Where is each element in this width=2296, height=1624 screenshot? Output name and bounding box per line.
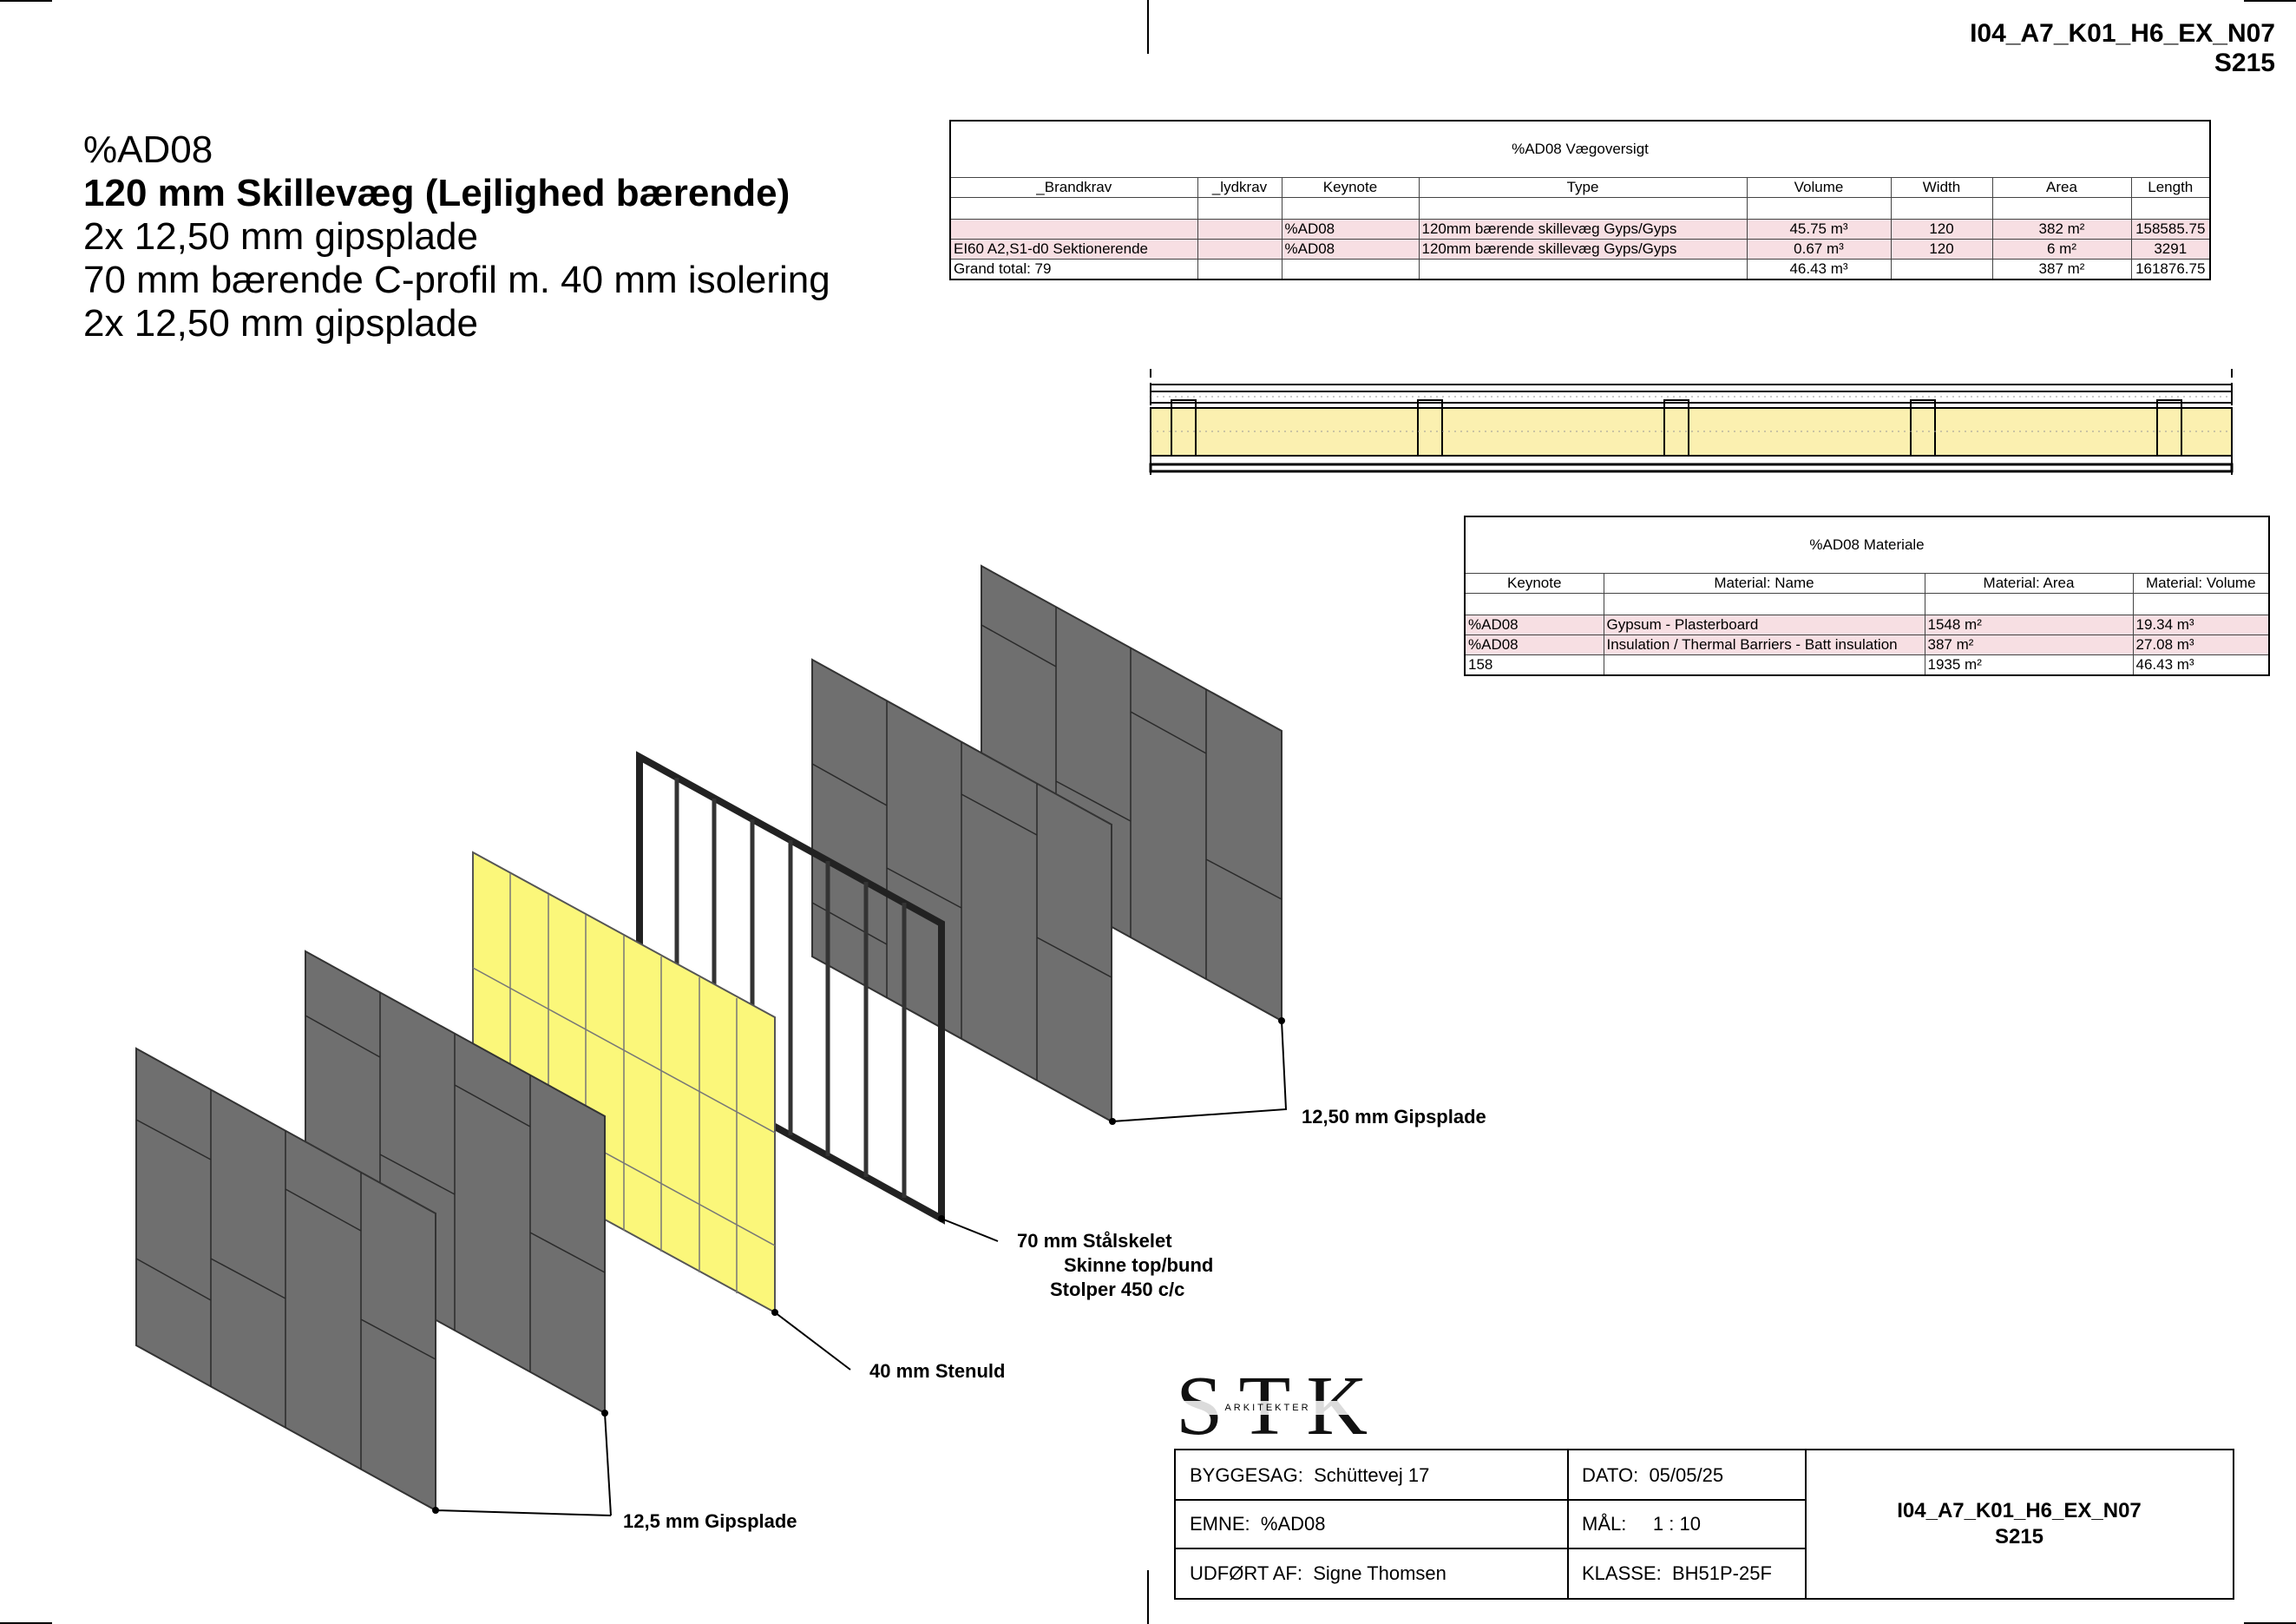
- udfoert-field: UDFØRT AF: Signe Thomsen: [1176, 1548, 1568, 1598]
- drawing-code: I04_A7_K01_H6_EX_N07: [1897, 1499, 2142, 1522]
- label-insulation: 40 mm Stenuld: [869, 1360, 1006, 1382]
- drawing-title-block: BYGGESAG: Schüttevej 17 DATO: 05/05/25 E…: [1174, 1449, 2234, 1600]
- cell: Insulation / Thermal Barriers - Batt ins…: [1603, 634, 1925, 655]
- dato-field: DATO: 05/05/25: [1568, 1450, 1806, 1500]
- maal-field: MÅL: 1 : 10: [1568, 1500, 1806, 1548]
- drawing-number: S215: [1994, 1525, 2044, 1548]
- udfoert-label: UDFØRT AF:: [1190, 1562, 1302, 1584]
- wall-schedule-caption: %AD08 Vægoversigt: [949, 120, 2211, 178]
- byggesag-value: Schüttevej 17: [1314, 1463, 1430, 1486]
- cell: 27.08 m³: [2132, 634, 2270, 655]
- klasse-value: BH51P-25F: [1671, 1562, 1772, 1584]
- byggesag-label: BYGGESAG:: [1190, 1463, 1303, 1486]
- sheet-code: I04_A7_K01_H6_EX_N07: [1970, 19, 2275, 48]
- table-row: EI60 A2,S1-d0 Sektionerende %AD08 120mm …: [949, 239, 2211, 260]
- leader-lines: [435, 1020, 1288, 1516]
- label-gips-left: 12,5 mm Gipsplade: [623, 1510, 797, 1532]
- cell: 3291: [2130, 239, 2211, 260]
- cell: [1197, 219, 1282, 240]
- cell: [1281, 259, 1420, 280]
- cell: %AD08: [1464, 615, 1604, 635]
- wall-layer-1: 2x 12,50 mm gipsplade: [83, 215, 478, 258]
- cell: 19.34 m³: [2132, 615, 2270, 635]
- cell: Gypsum - Plasterboard: [1603, 615, 1925, 635]
- cell: %AD08: [1464, 634, 1604, 655]
- cell: 158585.75: [2130, 219, 2211, 240]
- maal-value: 1 : 10: [1652, 1513, 1701, 1535]
- table-row: %AD08 Insulation / Thermal Barriers - Ba…: [1464, 634, 2270, 655]
- sheet-number: S215: [2214, 49, 2275, 77]
- maal-label: MÅL:: [1582, 1513, 1627, 1535]
- dato-label: DATO:: [1582, 1463, 1639, 1486]
- cell: [1197, 239, 1282, 260]
- cell: 120: [1890, 219, 1993, 240]
- cell: 161876.75: [2130, 259, 2211, 280]
- cell: 387 m²: [1924, 634, 2134, 655]
- cell: 1935 m²: [1924, 654, 2134, 676]
- cell: 158: [1464, 654, 1604, 676]
- cell: 120mm bærende skillevæg Gyps/Gyps: [1418, 239, 1748, 260]
- label-steel-2: Skinne top/bund: [1064, 1254, 1214, 1276]
- wall-layer-3: 2x 12,50 mm gipsplade: [83, 302, 478, 345]
- dato-value: 05/05/25: [1649, 1463, 1724, 1486]
- cell: %AD08: [1281, 219, 1420, 240]
- cell: 120mm bærende skillevæg Gyps/Gyps: [1418, 219, 1748, 240]
- total-row: 158 1935 m² 46.43 m³: [1464, 654, 2270, 676]
- cell: 1548 m²: [1924, 615, 2134, 635]
- cell: 6 m²: [1991, 239, 2132, 260]
- cell: 45.75 m³: [1746, 219, 1892, 240]
- cell: [1418, 259, 1748, 280]
- klasse-field: KLASSE: BH51P-25F: [1568, 1548, 1806, 1598]
- header-cell: Volume: [1746, 177, 1892, 198]
- wall-title-block: %AD08 120 mm Skillevæg (Lejlighed bærend…: [83, 128, 830, 345]
- header-cell: Type: [1418, 177, 1748, 198]
- wall-name: 120 mm Skillevæg (Lejlighed bærende): [83, 172, 790, 214]
- label-steel-3: Stolper 450 c/c: [1050, 1279, 1185, 1300]
- cell: EI60 A2,S1-d0 Sektionerende: [949, 239, 1198, 260]
- cell: Grand total: 79: [949, 259, 1198, 280]
- table-row: %AD08 Gypsum - Plasterboard 1548 m² 19.3…: [1464, 615, 2270, 635]
- byggesag-field: BYGGESAG: Schüttevej 17: [1176, 1450, 1568, 1500]
- udfoert-value: Signe Thomsen: [1313, 1562, 1446, 1584]
- sheet-id: I04_A7_K01_H6_EX_N07 S215: [1970, 19, 2275, 78]
- material-schedule-caption: %AD08 Materiale: [1464, 516, 2270, 574]
- label-steel-1: 70 mm Stålskelet: [1017, 1230, 1172, 1252]
- cell: 0.67 m³: [1746, 239, 1892, 260]
- emne-label: EMNE:: [1190, 1513, 1250, 1535]
- wall-layer-2: 70 mm bærende C-profil m. 40 mm isolerin…: [83, 259, 830, 301]
- wall-keynote: %AD08: [83, 128, 213, 171]
- material-schedule: %AD08 Materiale Keynote Material: Name M…: [1464, 516, 2270, 676]
- header-cell: Area: [1991, 177, 2132, 198]
- cell: 46.43 m³: [2132, 654, 2270, 676]
- drawing-number-field: I04_A7_K01_H6_EX_N07 S215: [1806, 1450, 2233, 1598]
- cell: %AD08: [1281, 239, 1420, 260]
- cell: [1197, 259, 1282, 280]
- logo-sub: ARKITEKTER: [1181, 1401, 1355, 1415]
- klasse-label: KLASSE:: [1582, 1562, 1662, 1584]
- total-row: Grand total: 79 46.43 m³ 387 m² 161876.7…: [949, 259, 2211, 280]
- cell: 382 m²: [1991, 219, 2132, 240]
- emne-field: EMNE: %AD08: [1176, 1500, 1568, 1548]
- emne-value: %AD08: [1260, 1513, 1326, 1535]
- cell: [1603, 654, 1925, 676]
- header-cell: _Brandkrav: [949, 177, 1198, 198]
- stk-logo: STK ARKITEKTER: [1176, 1364, 1375, 1449]
- cell: 387 m²: [1991, 259, 2132, 280]
- wall-schedule: %AD08 Vægoversigt _Brandkrav _lydkrav Ke…: [949, 120, 2211, 280]
- wall-section-drawing: [1149, 369, 2234, 477]
- label-gips-right: 12,50 mm Gipsplade: [1302, 1106, 1486, 1128]
